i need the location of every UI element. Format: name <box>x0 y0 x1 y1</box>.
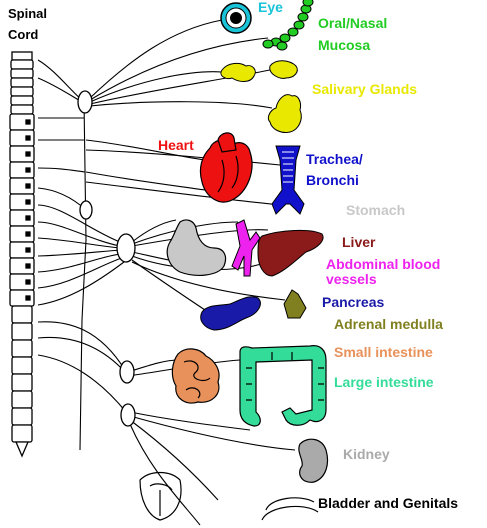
vertebra <box>11 356 33 375</box>
pancreas-label: Pancreas <box>322 294 385 310</box>
chain-ganglion <box>79 200 93 220</box>
vertebra <box>11 390 33 409</box>
root-dot <box>25 135 31 141</box>
vertebra <box>10 104 34 115</box>
bladder-genitals-label: Bladder and Genitals <box>318 495 459 511</box>
nerve-fibers <box>37 19 296 526</box>
ganglia <box>77 90 136 427</box>
vertebra <box>11 373 33 392</box>
vertebra <box>10 77 34 88</box>
root-dot <box>25 215 31 221</box>
oral-nasal-label-2: Mucosa <box>318 37 371 53</box>
vertebra <box>11 339 33 358</box>
mucosa-bead <box>262 39 274 49</box>
vertebra <box>10 68 34 79</box>
salivary-glands-label: Salivary Glands <box>312 81 418 97</box>
trachea-label-1: Trachea/ <box>306 151 363 167</box>
adrenal-medulla-label: Adrenal medulla <box>334 316 443 332</box>
trachea-bronchi-organ <box>271 145 305 215</box>
spinal-cord-label: Spinal Cord <box>8 6 47 42</box>
large-intestine-organ <box>239 345 327 427</box>
trachea-label-2: Bronchi <box>306 172 359 188</box>
mucosa-bead <box>287 27 299 37</box>
mucosa-bead <box>297 12 309 22</box>
oral-nasal-mucosa-organ <box>262 0 314 51</box>
liver-organ <box>257 229 324 277</box>
abdominal-blood-vessels-organ <box>231 219 261 277</box>
abdominal-label-2: vessels <box>326 271 377 287</box>
vertebra <box>11 322 33 341</box>
vertebra <box>10 86 34 97</box>
adrenal-medulla-organ <box>283 289 307 319</box>
kidney-organ <box>298 438 329 483</box>
heart-organ <box>199 132 253 203</box>
abdominal-label-1: Abdominal blood <box>326 256 441 272</box>
root-dot <box>25 263 31 269</box>
root-dot <box>25 167 31 173</box>
kidney-label: Kidney <box>343 446 390 462</box>
eye-label: Eye <box>258 0 283 15</box>
spinal-cord <box>9 51 35 458</box>
root-dot <box>25 247 31 253</box>
stomach-organ <box>166 219 227 276</box>
heart-label: Heart <box>158 137 194 153</box>
large-intestine-label: Large intestine <box>334 374 434 390</box>
mucosa-bead <box>279 33 291 43</box>
spinal-cord-label-line2: Cord <box>8 27 39 42</box>
root-dot <box>25 279 31 285</box>
mucosa-bead <box>302 0 314 7</box>
root-dot <box>25 231 31 237</box>
mucosa-bead <box>276 41 288 51</box>
pancreas-organ <box>200 296 261 331</box>
superior-ganglion <box>77 90 93 114</box>
root-dot <box>25 199 31 205</box>
oral-nasal-label-1: Oral/Nasal <box>318 15 388 31</box>
root-dot <box>25 295 31 301</box>
vertebra <box>10 95 34 106</box>
bladder-genitals-organ <box>139 471 319 521</box>
vertebra <box>11 407 33 426</box>
stomach-label: Stomach <box>346 202 406 218</box>
root-dot <box>25 151 31 157</box>
root-dot <box>25 119 31 125</box>
vertebra <box>11 305 33 324</box>
vertebra <box>10 59 34 70</box>
eye-organ <box>220 2 252 34</box>
lower-ganglion <box>120 403 136 427</box>
celiac-ganglion <box>116 233 136 263</box>
small-intestine-organ <box>171 348 220 404</box>
small-intestine-label: Small intestine <box>334 344 433 360</box>
vertebra <box>11 51 33 61</box>
liver-label: Liver <box>342 234 376 250</box>
spinal-cord-tail <box>15 441 29 458</box>
salivary-glands-organ <box>220 60 302 133</box>
mucosa-bead <box>293 20 305 30</box>
mesenteric-ganglion <box>119 360 135 384</box>
vertebra <box>11 424 33 443</box>
spinal-cord-label-line1: Spinal <box>8 6 48 21</box>
root-dot <box>25 183 31 189</box>
